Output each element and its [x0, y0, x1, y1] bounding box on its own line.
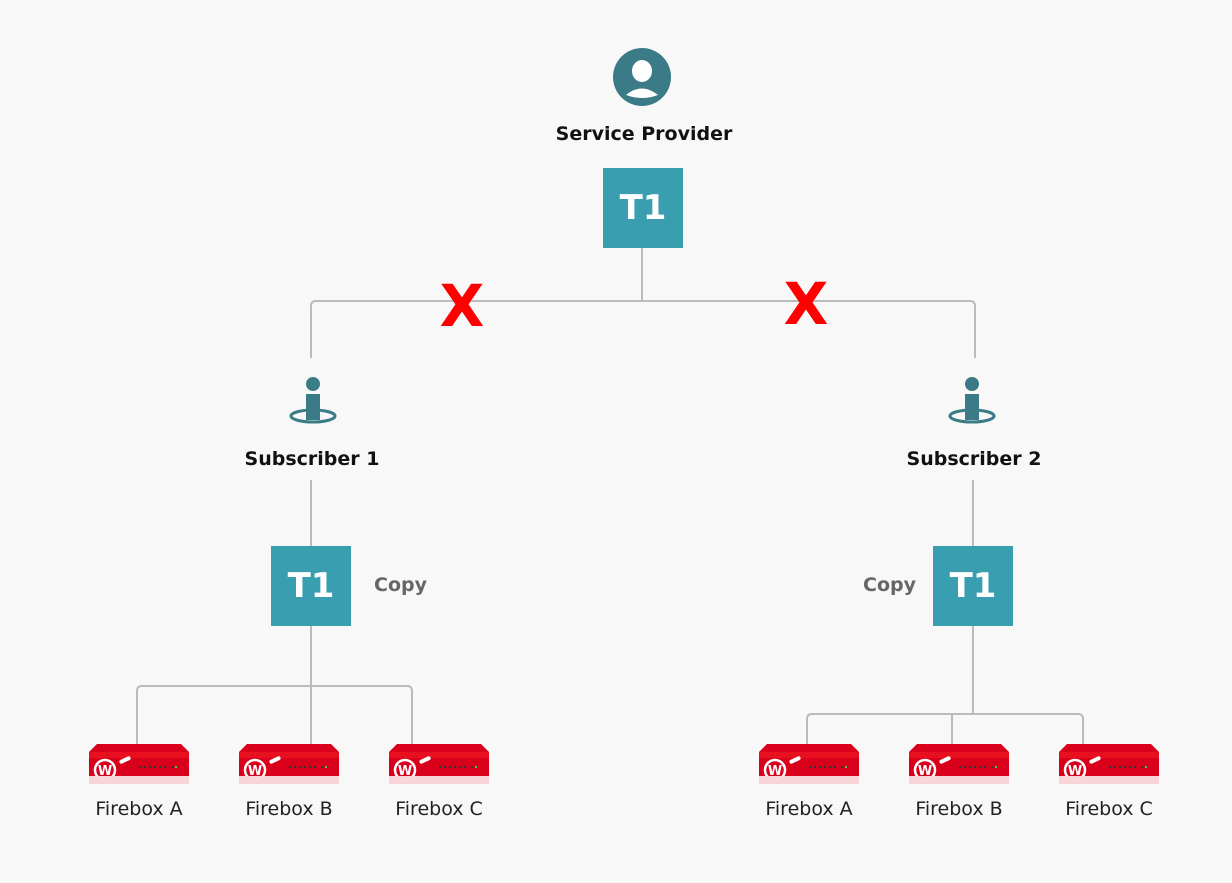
firebox-label: Firebox C — [1065, 798, 1153, 820]
copy-label: Copy — [374, 574, 427, 596]
subscriber-icon — [289, 377, 337, 424]
blocked-x-icon: X — [783, 270, 829, 338]
svg-text:W: W — [98, 764, 112, 779]
subscriber-1-template-t1[interactable]: T1 — [271, 546, 351, 626]
connector-line — [310, 300, 976, 358]
svg-text:W: W — [398, 764, 412, 779]
subscriber-1-label: Subscriber 1 — [244, 448, 380, 470]
subscriber-2-template-t1[interactable]: T1 — [933, 546, 1013, 626]
svg-text:W: W — [918, 764, 932, 779]
firebox-device-icon[interactable]: W — [89, 744, 189, 784]
service-provider-icon — [613, 48, 671, 106]
firebox-device-icon[interactable]: W — [239, 744, 339, 784]
firebox-label: Firebox B — [245, 798, 333, 820]
connector-line — [136, 685, 413, 745]
subscriber-2-label: Subscriber 2 — [906, 448, 1042, 470]
copy-label: Copy — [863, 574, 916, 596]
firebox-device-icon[interactable]: W — [389, 744, 489, 784]
svg-text:W: W — [1068, 764, 1082, 779]
blocked-x-icon: X — [439, 272, 485, 340]
service-provider-label: Service Provider — [555, 123, 733, 145]
firebox-device-icon[interactable]: W — [909, 744, 1009, 784]
svg-text:W: W — [248, 764, 262, 779]
firebox-label: Firebox C — [395, 798, 483, 820]
firebox-label: Firebox B — [915, 798, 1003, 820]
svg-text:W: W — [768, 764, 782, 779]
subscriber-icon — [948, 377, 996, 424]
firebox-device-icon[interactable]: W — [1059, 744, 1159, 784]
connector-line — [806, 713, 1084, 745]
firebox-label: Firebox A — [95, 798, 183, 820]
firebox-label: Firebox A — [765, 798, 853, 820]
firebox-device-icon[interactable]: W — [759, 744, 859, 784]
provider-template-t1[interactable]: T1 — [603, 168, 683, 248]
